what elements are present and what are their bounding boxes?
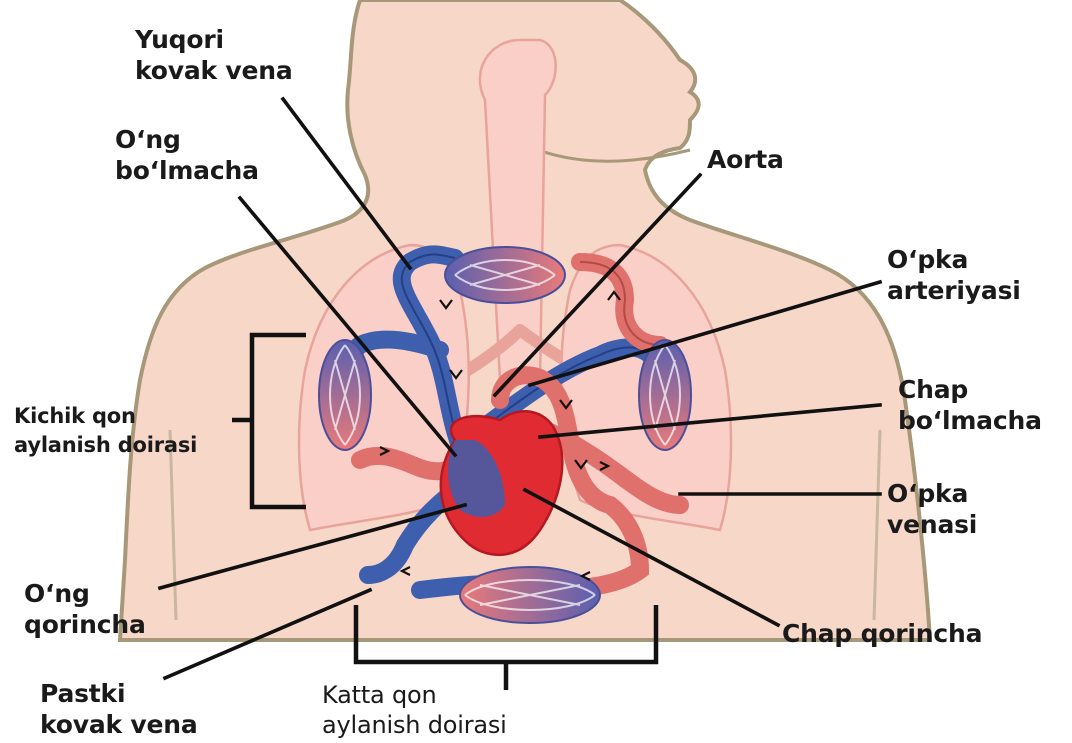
label-line: arteriyasi [887,275,1021,306]
label-left-ventricle: Chap qorincha [782,618,982,649]
label-line: Pastki [40,678,198,709]
label-line: kovak vena [40,709,198,740]
capillary-bed-bottom [460,567,600,623]
label-line: O‘ng [24,578,146,609]
label-line: venasi [887,509,977,540]
capillary-bed-right-lung [319,340,371,450]
label-pulmonary-artery: O‘pka arteriyasi [887,244,1021,306]
label-line: O‘ng [115,124,259,155]
label-right-atrium: O‘ng bo‘lmacha [115,124,259,186]
label-line: aylanish doirasi [322,710,507,740]
label-pulmonary-circulation: Kichik qon aylanish doirasi [14,402,197,460]
label-line: qorincha [24,609,146,640]
label-line: Aorta [707,144,784,175]
label-left-atrium: Chap bo‘lmacha [898,374,1042,436]
label-line: bo‘lmacha [115,155,259,186]
label-line: aylanish doirasi [14,431,197,460]
label-line: Chap [898,374,1042,405]
label-line: bo‘lmacha [898,405,1042,436]
label-right-ventricle: O‘ng qorincha [24,578,146,640]
label-line: Katta qon [322,680,507,710]
label-line: kovak vena [135,55,293,86]
label-line: O‘pka [887,244,1021,275]
label-line: Kichik qon [14,402,197,431]
capillary-bed-top [445,247,565,303]
label-systemic-circulation: Katta qon aylanish doirasi [322,680,507,740]
label-pulmonary-vein: O‘pka venasi [887,478,977,540]
label-inferior-vena-cava: Pastki kovak vena [40,678,198,740]
capillary-bed-left-lung [639,340,691,450]
label-line: O‘pka [887,478,977,509]
label-aorta: Aorta [707,144,784,175]
label-superior-vena-cava: Yuqori kovak vena [135,24,293,86]
label-line: Yuqori [135,24,293,55]
label-line: Chap qorincha [782,618,982,649]
